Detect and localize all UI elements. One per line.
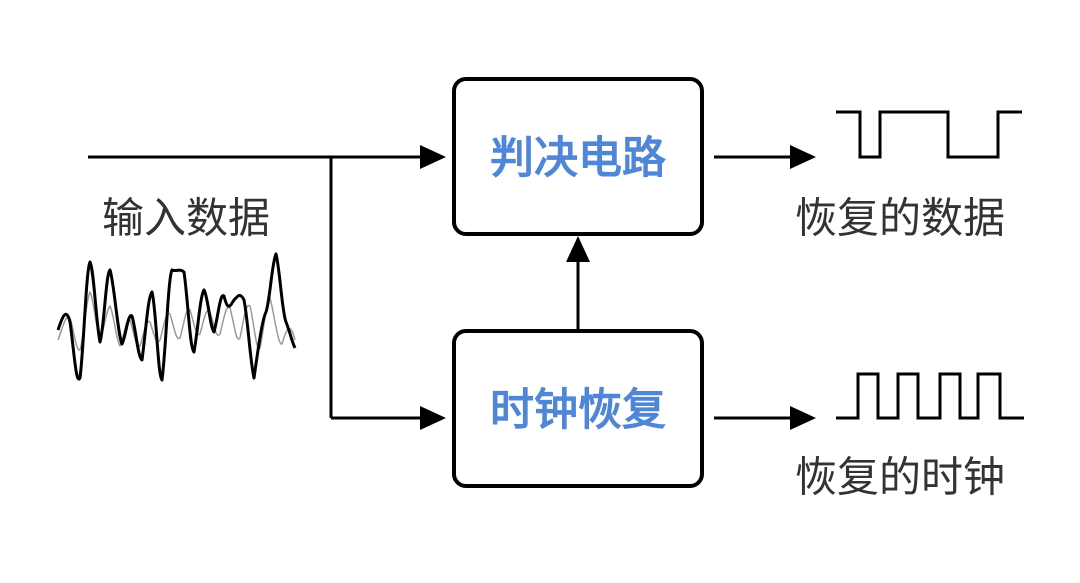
input-signal-line	[88, 155, 420, 420]
arrow-to-decision-circuit	[420, 145, 446, 169]
decision-output-arrowhead	[790, 145, 816, 169]
clock-to-decision-arrowhead	[566, 236, 590, 262]
clock-recovery-label: 时钟恢复	[490, 385, 666, 436]
input-data-label: 输入数据	[102, 194, 270, 243]
noisy-eye-waveform-icon	[56, 252, 297, 382]
clock-output-arrowhead	[790, 406, 816, 430]
arrow-to-clock-recovery	[420, 406, 446, 430]
square-data-waveform-icon	[836, 110, 1022, 159]
waveform-thick-trace	[56, 252, 297, 382]
recovered-data-label: 恢复的数据	[795, 194, 1005, 243]
square-clock-waveform-icon	[836, 372, 1024, 420]
decision-circuit-label: 判决电路	[490, 133, 667, 184]
recovered-clock-label: 恢复的时钟	[795, 453, 1005, 502]
decision-circuit-box	[452, 77, 704, 236]
